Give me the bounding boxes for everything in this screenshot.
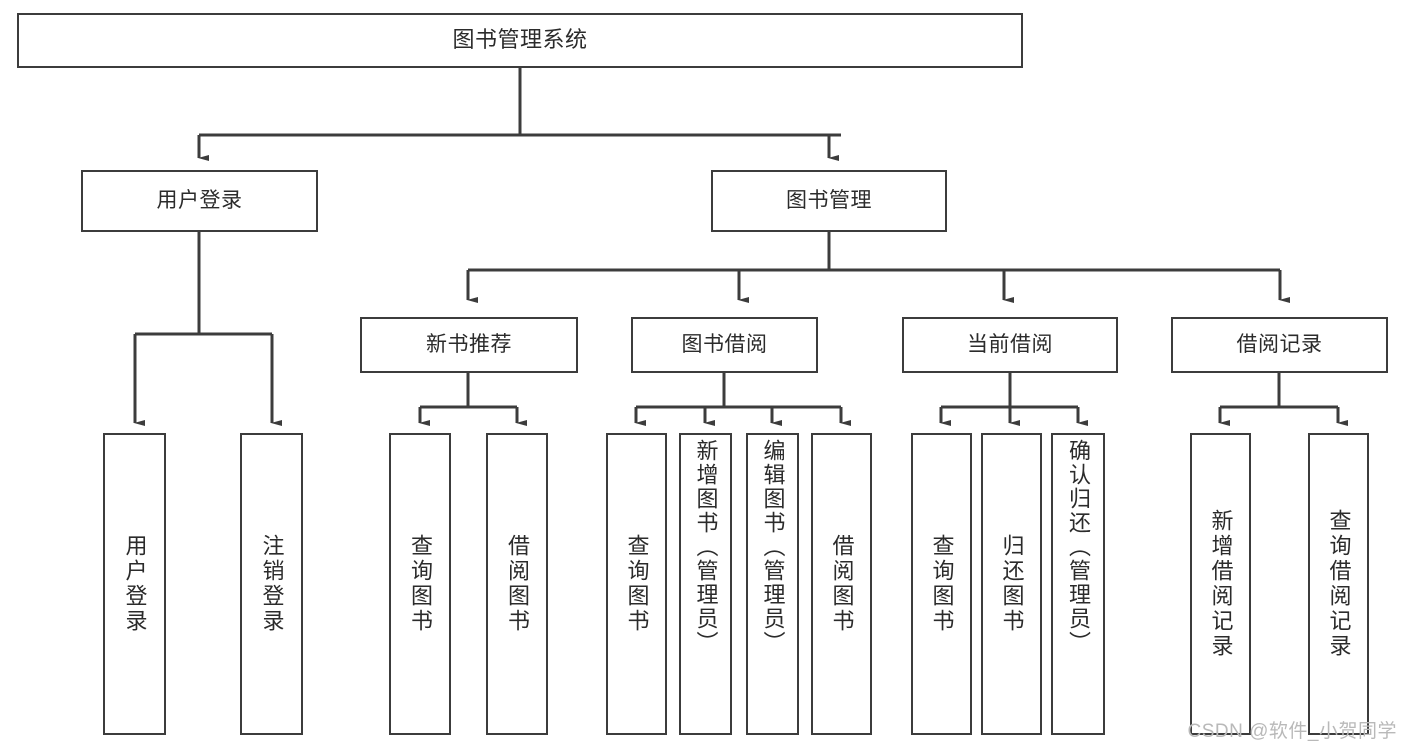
node-leaf-query-book-3-label: 查询图书 [929,534,955,634]
node-borrow-record-label: 借阅记录 [1236,333,1323,357]
node-leaf-add-book[interactable]: 新增图书（管理员） [679,433,732,735]
node-leaf-query-book-2[interactable]: 查询图书 [606,433,667,735]
node-leaf-query-book-1-label: 查询图书 [407,534,433,634]
node-leaf-query-record[interactable]: 查询借阅记录 [1308,433,1369,735]
watermark: CSDN @软件_小贺同学 [1187,721,1397,742]
node-leaf-borrow-book-2-label: 借阅图书 [829,534,855,634]
node-leaf-add-record[interactable]: 新增借阅记录 [1190,433,1251,735]
node-root[interactable]: 图书管理系统 [17,13,1023,68]
node-leaf-borrow-book-1[interactable]: 借阅图书 [486,433,548,735]
node-leaf-logout[interactable]: 注销登录 [240,433,303,735]
node-leaf-query-book-1[interactable]: 查询图书 [389,433,451,735]
node-leaf-edit-book-label: 编辑图书（管理员） [760,439,786,655]
node-book-manage-label: 图书管理 [786,189,872,213]
node-leaf-confirm-return[interactable]: 确认归还（管理员） [1051,433,1105,735]
node-leaf-add-record-label: 新增借阅记录 [1208,509,1234,659]
node-leaf-user-login-label: 用户登录 [122,534,148,634]
node-user-login-label: 用户登录 [156,189,243,213]
node-current-borrow[interactable]: 当前借阅 [902,317,1118,373]
node-current-borrow-label: 当前借阅 [967,333,1053,357]
node-book-borrow[interactable]: 图书借阅 [631,317,818,373]
node-leaf-logout-label: 注销登录 [259,534,285,634]
node-leaf-return-book-label: 归还图书 [999,534,1025,634]
node-book-borrow-label: 图书借阅 [681,333,768,357]
node-new-book-rec-label: 新书推荐 [426,333,512,357]
node-borrow-record[interactable]: 借阅记录 [1171,317,1388,373]
node-leaf-query-book-2-label: 查询图书 [624,534,650,634]
node-leaf-return-book[interactable]: 归还图书 [981,433,1042,735]
node-leaf-user-login[interactable]: 用户登录 [103,433,166,735]
node-leaf-confirm-return-label: 确认归还（管理员） [1065,439,1091,655]
node-leaf-add-book-label: 新增图书（管理员） [693,439,719,655]
node-leaf-query-book-3[interactable]: 查询图书 [911,433,972,735]
node-book-manage[interactable]: 图书管理 [711,170,947,232]
node-leaf-edit-book[interactable]: 编辑图书（管理员） [746,433,799,735]
node-leaf-query-record-label: 查询借阅记录 [1326,509,1352,659]
node-new-book-rec[interactable]: 新书推荐 [360,317,578,373]
node-leaf-borrow-book-2[interactable]: 借阅图书 [811,433,872,735]
node-leaf-borrow-book-1-label: 借阅图书 [504,534,530,634]
node-user-login[interactable]: 用户登录 [81,170,318,232]
node-root-label: 图书管理系统 [452,27,588,53]
